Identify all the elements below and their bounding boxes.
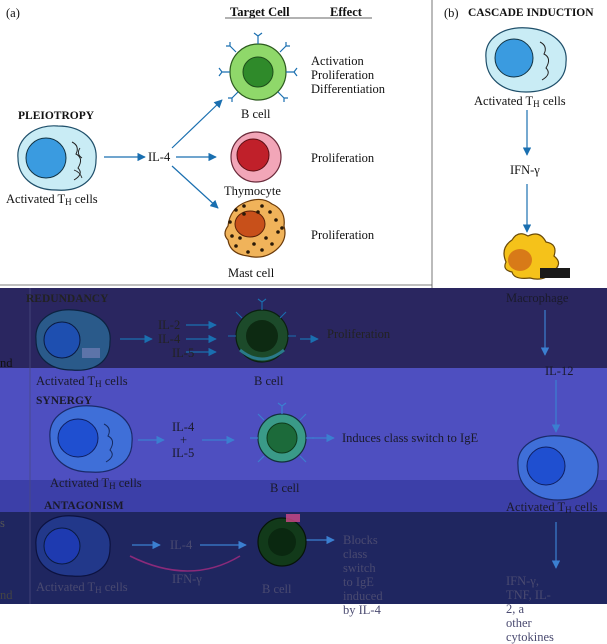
antagonism-cytokine-a: IL-4 [170, 538, 193, 552]
band-antagonism [0, 480, 607, 512]
edge-fragment-nd-top: nd [0, 356, 13, 370]
mast-cell-granule [234, 244, 238, 248]
mast-cell-granule [274, 218, 278, 222]
mast-cell-granule [242, 204, 246, 208]
pleiotropy-source-label: Activated TH cells [6, 192, 98, 207]
pleiotropy-target-2: Mast cell [228, 266, 275, 280]
cascade-cytokine-1: IFN-γ [510, 163, 540, 177]
pleiotropy-cytokine: IL-4 [148, 150, 171, 164]
pleiotropy-effect-2: Proliferation [311, 228, 375, 242]
mast-cell-granule [238, 236, 242, 240]
mast-cell-granule [246, 250, 250, 254]
redundancy-source-label: Activated TH cells [36, 374, 128, 389]
mast-cell-granule [280, 226, 284, 230]
mast-cell-granule [242, 212, 246, 216]
pleiotropy-target-1: Thymocyte [224, 184, 281, 198]
pleiotropy-title: PLEIOTROPY [18, 110, 95, 122]
cascade-output: IFN-γ, TNF, IL-2, a other cytokines [506, 574, 554, 644]
b-cell-antagonism [257, 514, 307, 567]
synergy-effect: Induces class switch to IgE [342, 431, 479, 445]
synergy-title: SYNERGY [36, 395, 93, 407]
th-cell-cascade-target [517, 435, 599, 501]
cascade-source-label: Activated TH cells [474, 94, 566, 109]
mast-cell-granule [260, 204, 264, 208]
panel-a-label: (a) [6, 6, 20, 20]
cascade-target-label: Activated TH cells [506, 500, 598, 515]
edge-fragment-s: s [0, 516, 5, 530]
synergy-cell: B cell [270, 481, 300, 495]
antagonism-source-label: Activated TH cells [36, 580, 128, 595]
mast-cell [224, 198, 286, 258]
mast-cell-granule [260, 248, 264, 252]
antagonism-title: ANTAGONISM [44, 500, 124, 512]
th-cell-synergy [49, 405, 133, 473]
th-cell-redundancy [35, 309, 111, 371]
header-target-cell: Target Cell [230, 5, 290, 19]
synergy-source-label: Activated TH cells [50, 476, 142, 491]
pleiotropy-target-0: B cell [241, 107, 271, 121]
mast-cell-granule [256, 210, 260, 214]
cascade-title: CASCADE INDUCTION [468, 7, 594, 19]
thymocyte-cell [230, 131, 282, 183]
antagonism-cell: B cell [262, 582, 292, 596]
redundancy-cytokine-1: IL-4 [158, 332, 181, 346]
pleiotropy-effect-1: Proliferation [311, 151, 375, 165]
edge-fragment-nd-bottom: nd [0, 588, 13, 602]
mast-cell-granule [264, 236, 268, 240]
mast-cell-granule [234, 208, 238, 212]
antagonism-inhibition-line [129, 555, 241, 572]
synergy-cytokine-b: IL-5 [172, 446, 195, 460]
cascade-cytokine-2: IL-12 [545, 364, 574, 378]
pleiotropy-effect-0: Activation Proliferation Differentiation [311, 54, 386, 96]
mast-cell-granule [228, 220, 232, 224]
arrow-il4-to-mastcell [171, 165, 219, 209]
mast-cell-granule [230, 234, 234, 238]
redundancy-cytokine-0: IL-2 [158, 318, 181, 332]
antagonism-cytokine-b: IFN-γ [172, 572, 202, 586]
macrophage-cell [503, 233, 570, 280]
antagonism-effect: Blocks class switch to IgE induced by IL… [343, 533, 383, 617]
th-cell-cascade [485, 27, 567, 93]
mast-cell-granule [276, 230, 280, 234]
redundancy-title: REDUNDANCY [26, 293, 109, 305]
redundancy-effect: Proliferation [327, 327, 391, 341]
panel-b-label: (b) [444, 6, 459, 20]
th-cell-pleiotropy [17, 125, 97, 191]
mast-cell-granule [270, 242, 274, 246]
th-cell-antagonism [35, 515, 111, 577]
redundancy-cell: B cell [254, 374, 284, 388]
synergy-cytokine-a: IL-4 [172, 420, 195, 434]
cascade-macrophage: Macrophage [506, 291, 569, 305]
b-cell-redundancy [228, 298, 296, 363]
redundancy-cytokine-2: IL-5 [172, 346, 195, 360]
mast-cell-granule [252, 242, 256, 246]
mast-cell-granule [268, 210, 272, 214]
header-effect: Effect [330, 5, 362, 19]
b-cell-pleiotropy [218, 32, 298, 102]
synergy-plus: + [180, 433, 188, 447]
arrow-il4-to-bcell [171, 99, 223, 149]
diagram-svg [0, 0, 599, 604]
b-cell-synergy [250, 402, 314, 463]
